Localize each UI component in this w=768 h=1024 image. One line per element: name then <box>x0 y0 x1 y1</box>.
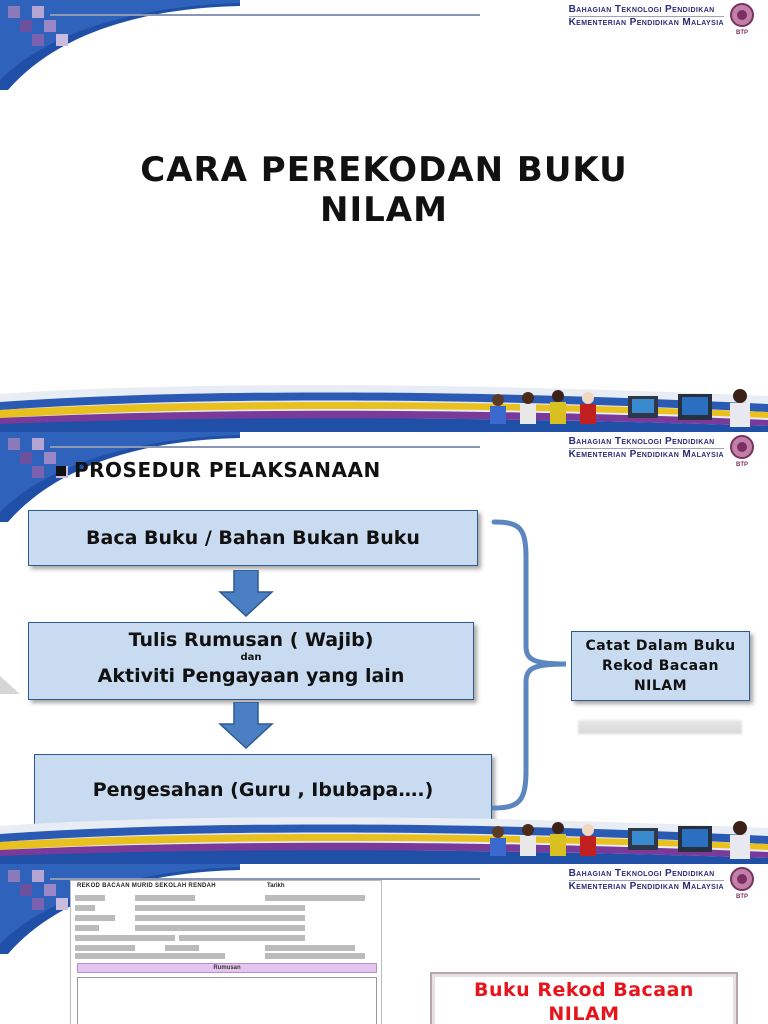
org-name: Bahagian Teknologi Pendidikan Kementeria… <box>568 868 724 893</box>
btp-logo: BTP <box>730 3 754 36</box>
title-line2: NILAM <box>320 190 448 230</box>
form-section-header: Rumusan <box>77 963 377 973</box>
step-box-summary: Tulis Rumusan ( Wajib) dan Aktiviti Peng… <box>28 622 474 700</box>
header-line <box>50 878 480 880</box>
right-brace-icon <box>491 519 567 811</box>
footer-band <box>0 385 768 432</box>
org-line1: Bahagian Teknologi Pendidikan <box>568 4 724 17</box>
side-line2: Rekod Bacaan <box>601 658 719 674</box>
logo-text: BTP <box>736 894 748 900</box>
header-swoosh <box>0 432 240 522</box>
btp-logo: BTP <box>730 867 754 900</box>
form-line <box>75 915 375 921</box>
side-line3: NILAM <box>633 678 688 694</box>
form-summary-box <box>77 977 377 1024</box>
step-box-read: Baca Buku / Bahan Bukan Buku <box>28 510 478 566</box>
step-summary-line: Tulis Rumusan ( Wajib) <box>128 629 374 651</box>
btp-logo: BTP <box>730 435 754 468</box>
students-image <box>490 389 750 427</box>
section-heading: PROSEDUR PELAKSANAAN <box>74 458 381 482</box>
step-connector: dan <box>240 652 262 663</box>
org-line2: Kementerian Pendidikan Malaysia <box>568 449 724 460</box>
side-line1: Catat Dalam Buku <box>585 638 736 654</box>
students-image <box>490 821 750 859</box>
slide-title: Bahagian Teknologi Pendidikan Kementeria… <box>0 0 768 432</box>
org-line1: Bahagian Teknologi Pendidikan <box>568 436 724 449</box>
header-line <box>50 446 480 448</box>
form-title: REKOD BACAAN MURID SEKOLAH RENDAH <box>77 883 216 889</box>
down-arrow-icon <box>218 702 274 750</box>
org-line1: Bahagian Teknologi Pendidikan <box>568 868 724 881</box>
form-date-label: Tarikh <box>267 883 285 889</box>
header-swoosh <box>0 0 240 90</box>
org-name: Bahagian Teknologi Pendidikan Kementeria… <box>568 4 724 29</box>
title-line1: CARA PEREKODAN BUKU <box>140 150 628 190</box>
form-line <box>75 905 375 911</box>
decor-squares <box>8 870 68 912</box>
slide-record-book: Bahagian Teknologi Pendidikan Kementeria… <box>0 864 768 1024</box>
header-swoosh <box>0 864 240 954</box>
shadow-bar <box>578 720 742 734</box>
record-form-image: REKOD BACAAN MURID SEKOLAH RENDAH Tarikh… <box>70 880 382 1024</box>
form-line <box>75 935 375 941</box>
edge-marker <box>0 676 20 694</box>
step-box-verification: Pengesahan (Guru , Ibubapa….) <box>34 754 492 826</box>
side-box-record: Catat Dalam Buku Rekod Bacaan NILAM <box>571 631 750 701</box>
slide-title-text: CARA PEREKODAN BUKU NILAM <box>60 150 708 230</box>
bullet-icon <box>56 466 66 476</box>
footer-band <box>0 817 768 864</box>
decor-squares <box>8 6 68 48</box>
form-line <box>75 945 375 951</box>
form-line <box>75 953 375 959</box>
step-enrichment-line: Aktiviti Pengayaan yang lain <box>97 665 405 687</box>
form-line <box>75 925 375 931</box>
header-line <box>50 14 480 16</box>
record-book-label: Buku Rekod Bacaan NILAM <box>430 972 738 1024</box>
org-line2: Kementerian Pendidikan Malaysia <box>568 17 724 28</box>
org-name: Bahagian Teknologi Pendidikan Kementeria… <box>568 436 724 461</box>
down-arrow-icon <box>218 570 274 618</box>
logo-text: BTP <box>736 462 748 468</box>
org-line2: Kementerian Pendidikan Malaysia <box>568 881 724 892</box>
logo-text: BTP <box>736 30 748 36</box>
slide-procedure: Bahagian Teknologi Pendidikan Kementeria… <box>0 432 768 864</box>
form-line <box>75 895 375 901</box>
record-book-line1: Buku Rekod Bacaan <box>474 979 694 1001</box>
record-book-line2: NILAM <box>548 1003 620 1024</box>
